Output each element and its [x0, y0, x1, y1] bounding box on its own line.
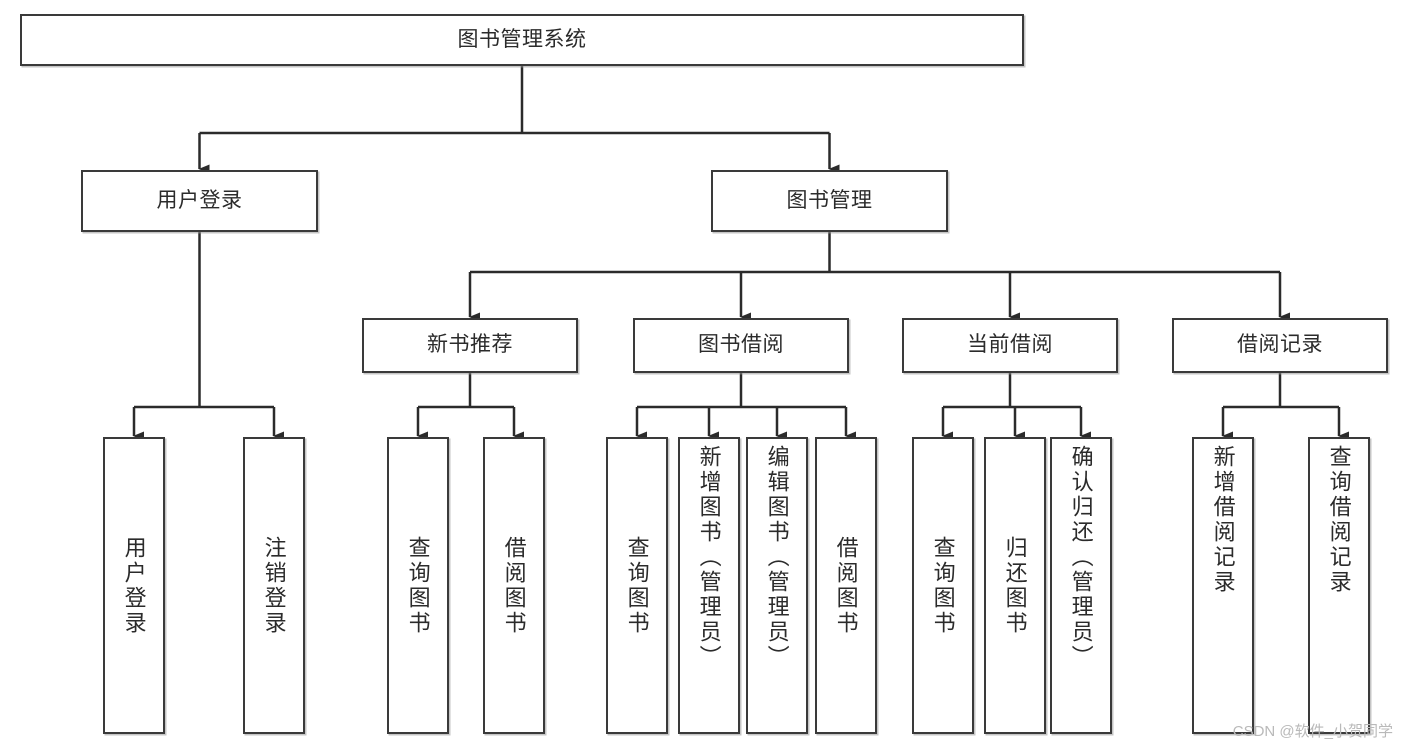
node-label: 新书推荐 [427, 333, 513, 357]
node-leaf-cur-2[interactable]: 归还图书 [984, 437, 1046, 734]
node-label: 借阅图书 [833, 535, 859, 636]
node-label: 归还图书 [1002, 535, 1028, 636]
node-label: 查询图书 [405, 535, 431, 636]
node-leaf-cur-1[interactable]: 查询图书 [912, 437, 974, 734]
node-root[interactable]: 图书管理系统 [20, 14, 1024, 66]
node-label: 用户登录 [121, 535, 147, 636]
node-label: 图书借阅 [698, 333, 784, 357]
node-label: 确认归还（管理员） [1068, 445, 1094, 670]
node-leaf-bor-3[interactable]: 编辑图书（管理员） [746, 437, 808, 734]
node-leaf-rec-2[interactable]: 查询借阅记录 [1308, 437, 1370, 734]
node-leaf-login-2[interactable]: 注销登录 [243, 437, 305, 734]
node-login[interactable]: 用户登录 [81, 170, 318, 232]
node-label: 查询图书 [624, 535, 650, 636]
node-leaf-login-1[interactable]: 用户登录 [103, 437, 165, 734]
node-leaf-new-1[interactable]: 查询图书 [387, 437, 449, 734]
node-leaf-rec-1[interactable]: 新增借阅记录 [1192, 437, 1254, 734]
node-label: 新增图书（管理员） [696, 445, 722, 670]
node-label: 用户登录 [156, 188, 243, 212]
node-leaf-cur-3[interactable]: 确认归还（管理员） [1050, 437, 1112, 734]
node-bookmgmt[interactable]: 图书管理 [711, 170, 948, 232]
node-label: 注销登录 [261, 535, 287, 636]
csdn-watermark: CSDN @软件_小贺同学 [1232, 723, 1393, 740]
node-current[interactable]: 当前借阅 [902, 318, 1118, 373]
node-label: 查询借阅记录 [1326, 445, 1352, 595]
node-newbook[interactable]: 新书推荐 [362, 318, 578, 373]
node-label: 图书管理系统 [457, 27, 587, 51]
node-leaf-bor-1[interactable]: 查询图书 [606, 437, 668, 734]
node-label: 借阅图书 [501, 535, 527, 636]
node-label: 新增借阅记录 [1210, 445, 1236, 595]
connector-lines [132, 66, 1349, 441]
node-label: 图书管理 [786, 188, 873, 212]
node-leaf-new-2[interactable]: 借阅图书 [483, 437, 545, 734]
node-leaf-bor-2[interactable]: 新增图书（管理员） [678, 437, 740, 734]
node-label: 当前借阅 [967, 333, 1053, 357]
node-label: 借阅记录 [1237, 333, 1323, 357]
node-leaf-bor-4[interactable]: 借阅图书 [815, 437, 877, 734]
node-label: 编辑图书（管理员） [764, 445, 790, 670]
node-label: 查询图书 [930, 535, 956, 636]
node-records[interactable]: 借阅记录 [1172, 318, 1388, 373]
node-borrow[interactable]: 图书借阅 [633, 318, 849, 373]
